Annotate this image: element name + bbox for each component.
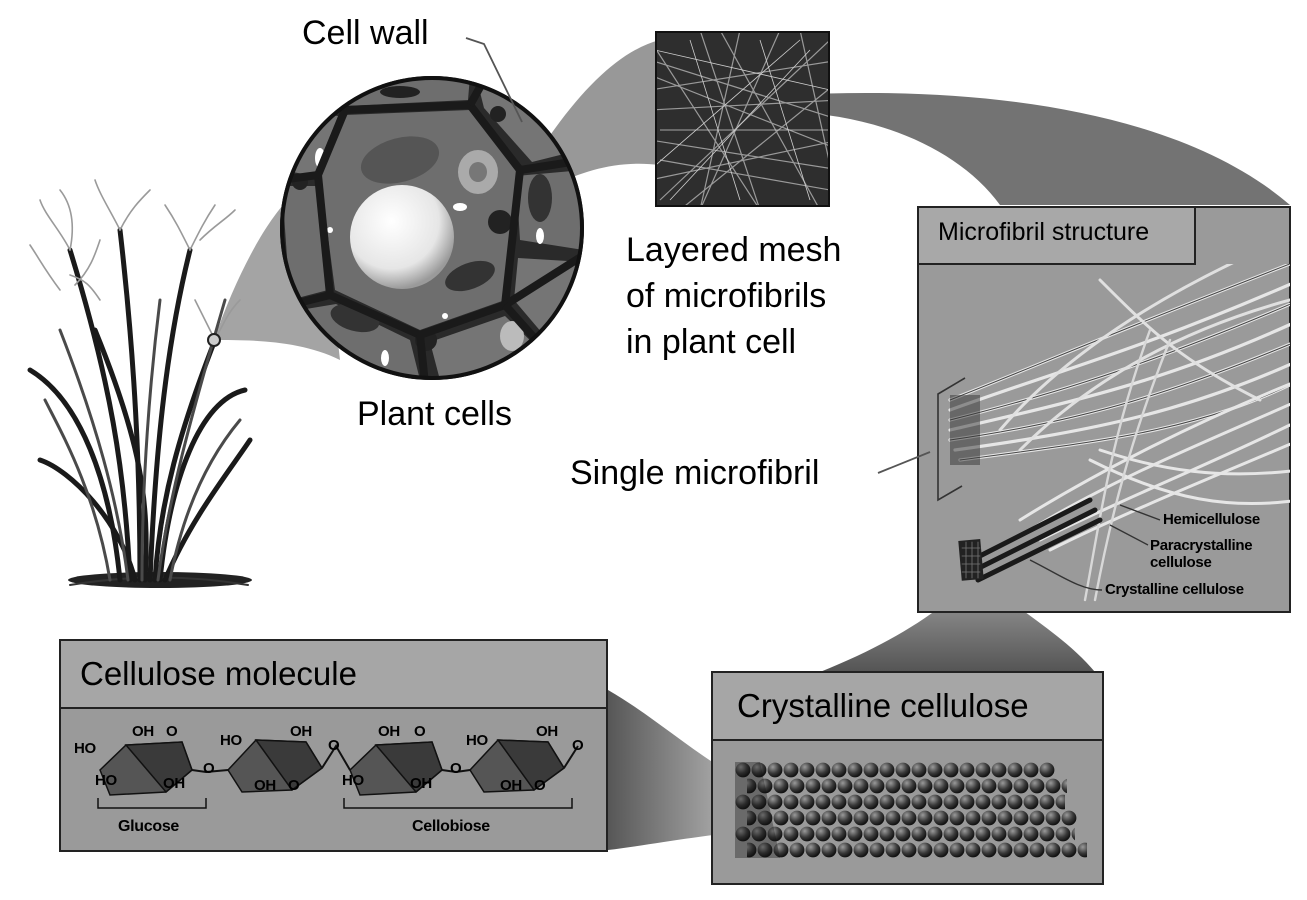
atom-o-2: O bbox=[203, 760, 215, 777]
layered-mesh-label: Layered mesh of microfibrils in plant ce… bbox=[626, 227, 841, 365]
atom-ho-5: HO bbox=[466, 732, 488, 749]
paracrystalline-line-1: Paracrystalline bbox=[1150, 537, 1253, 554]
atom-ho-4: HO bbox=[342, 772, 364, 789]
plant-cells-label: Plant cells bbox=[357, 395, 512, 433]
microfibril-mesh-image bbox=[655, 31, 830, 207]
atom-ho-3: HO bbox=[220, 732, 242, 749]
atom-oh-1: OH bbox=[132, 723, 154, 740]
cellulose-molecule-panel bbox=[59, 639, 608, 852]
hemicellulose-callout: Hemicellulose bbox=[1163, 511, 1260, 528]
crystalline-callout: Crystalline cellulose bbox=[1105, 581, 1244, 598]
atom-o-6: O bbox=[450, 760, 462, 777]
layered-mesh-line-2: of microfibrils bbox=[626, 277, 827, 315]
atom-oh-8: OH bbox=[500, 777, 522, 794]
cell-wall-label: Cell wall bbox=[302, 14, 429, 52]
atom-ho-2: HO bbox=[95, 772, 117, 789]
paracrystalline-callout: Paracrystalline cellulose bbox=[1150, 537, 1253, 571]
atom-o-3: O bbox=[288, 777, 300, 794]
cell-wall-pointer bbox=[465, 37, 523, 123]
crystalline-cellulose-title: Crystalline cellulose bbox=[737, 687, 1029, 724]
paracrystalline-line-2: cellulose bbox=[1150, 554, 1212, 571]
atom-oh-5: OH bbox=[378, 723, 400, 740]
atom-o-8: O bbox=[572, 737, 584, 754]
single-microfibril-label: Single microfibril bbox=[570, 454, 820, 492]
microfibril-structure-title: Microfibril structure bbox=[938, 218, 1150, 246]
atom-oh-3: OH bbox=[290, 723, 312, 740]
layered-mesh-line-1: Layered mesh bbox=[626, 231, 842, 269]
atom-o-7: O bbox=[534, 777, 546, 794]
crystalline-cellulose-panel bbox=[711, 671, 1104, 885]
atom-oh-2: OH bbox=[163, 775, 185, 792]
atom-oh-7: OH bbox=[536, 723, 558, 740]
plant-illustration bbox=[27, 179, 253, 588]
atom-oh-6: OH bbox=[410, 775, 432, 792]
cellulose-molecule-title: Cellulose molecule bbox=[80, 655, 357, 692]
atom-o-5: O bbox=[414, 723, 426, 740]
microfibril-structure-panel bbox=[917, 206, 1291, 613]
connector-cells-to-mesh bbox=[540, 40, 660, 185]
atom-ho-1: HO bbox=[74, 740, 96, 757]
glucose-label: Glucose bbox=[118, 818, 180, 835]
connector-microfibril-to-crystalline bbox=[820, 560, 1095, 672]
connector-mesh-to-microfibril bbox=[790, 92, 1290, 205]
layered-mesh-line-3: in plant cell bbox=[626, 323, 797, 361]
single-microfibril-pointer bbox=[877, 451, 931, 474]
cellobiose-label: Cellobiose bbox=[412, 818, 490, 835]
atom-oh-4: OH bbox=[254, 777, 276, 794]
atom-o-1: O bbox=[166, 723, 178, 740]
atom-o-4: O bbox=[328, 737, 340, 754]
